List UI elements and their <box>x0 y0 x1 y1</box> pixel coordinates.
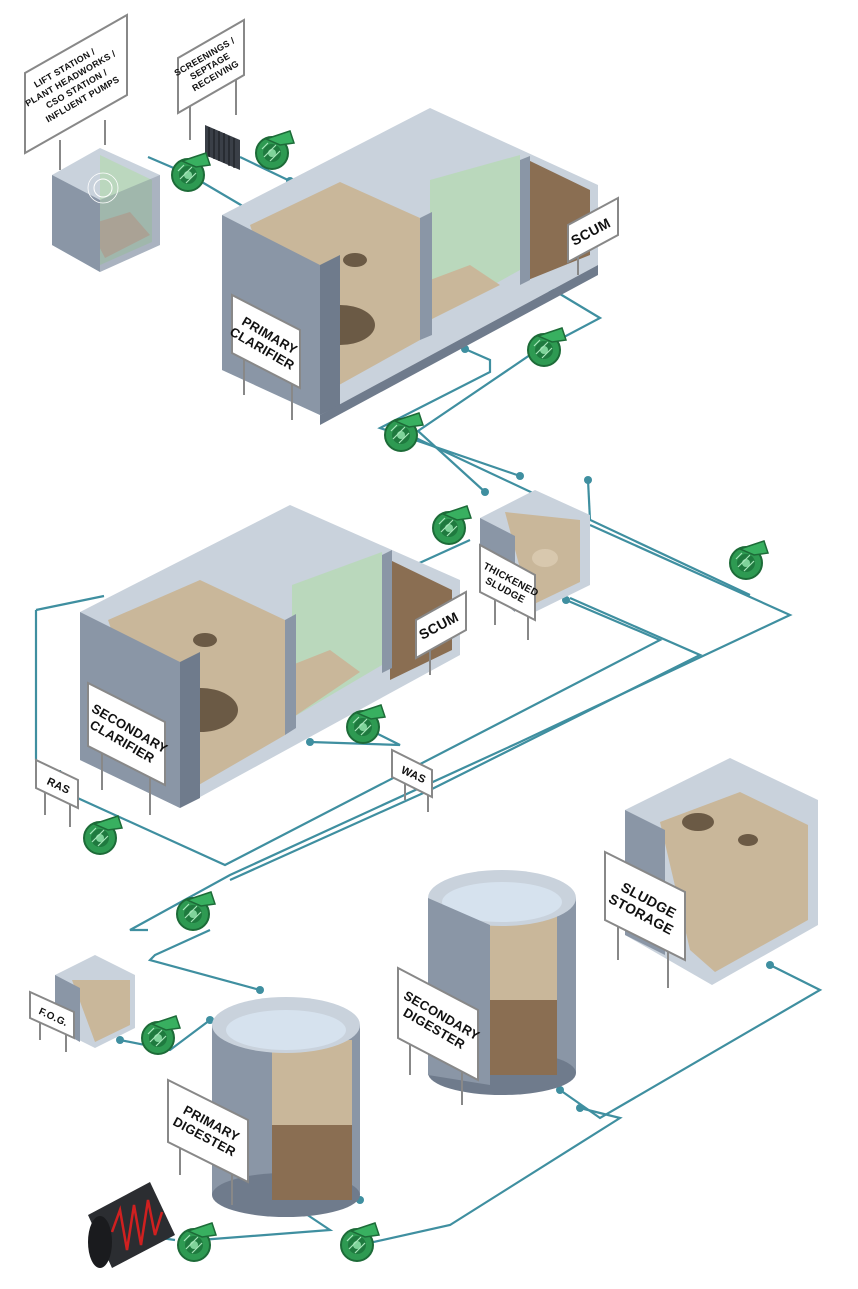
heat-exchanger-icon <box>88 1182 175 1268</box>
pump-icon-2 <box>255 130 295 170</box>
secondary-scum-sign: SCUM <box>415 590 467 675</box>
secondary-digester-tank <box>428 870 576 1095</box>
pump-icon-3 <box>527 327 567 367</box>
pump-icon-11 <box>177 1222 217 1262</box>
lift-station-sign: LIFT STATION / PLANT HEADWORKS / CSO STA… <box>24 13 128 170</box>
pump-icon-8 <box>83 815 123 855</box>
pump-icon-4 <box>384 412 424 452</box>
pump-icon-1 <box>171 152 211 192</box>
pump-icon-9 <box>176 891 216 931</box>
primary-digester-tank <box>212 997 360 1217</box>
screenings-sign: SCREENINGS / SEPTAGE RECEIVING <box>173 18 245 140</box>
bar-screen-icon <box>205 125 240 170</box>
sludge-storage-sign: SLUDGE STORAGE <box>604 850 686 988</box>
ras-sign: RAS <box>35 758 79 827</box>
fog-sign: F.O.G. <box>29 990 75 1052</box>
sludge-storage-tank <box>625 758 818 985</box>
primary-clarifier-tank <box>222 108 598 425</box>
pump-icon-6 <box>729 540 769 580</box>
lift-station-tank <box>52 148 160 272</box>
pump-icon-10 <box>141 1015 181 1055</box>
was-sign: WAS <box>391 748 433 812</box>
pump-icon-12 <box>340 1222 380 1262</box>
pump-icon-5 <box>432 505 472 545</box>
primary-clarifier-sign: PRIMARY CLARIFIER <box>227 293 301 420</box>
